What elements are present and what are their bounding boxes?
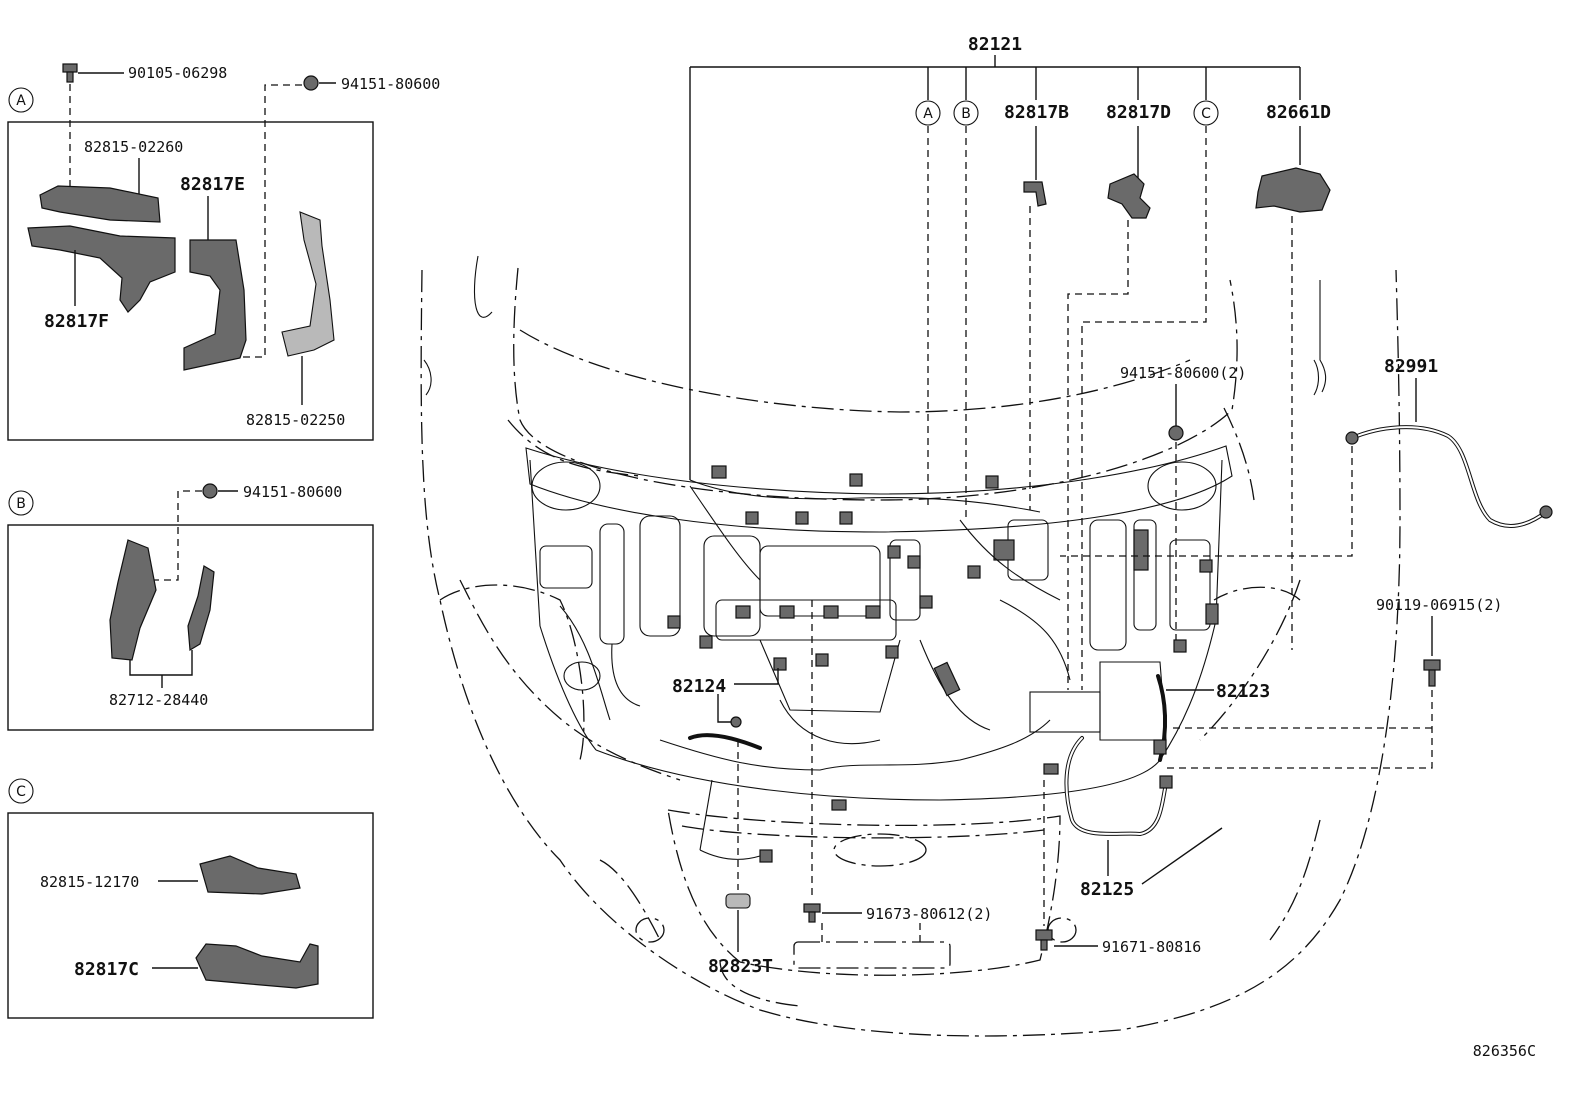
label-protector: 82712-28440	[109, 691, 208, 709]
ref-a-letter: A	[923, 106, 933, 122]
figure-id: 826356C	[1473, 1042, 1536, 1060]
cover-c1-part	[199, 855, 301, 895]
label-wire-823t: 82823T	[708, 956, 773, 977]
nut-icon	[1168, 425, 1184, 441]
label-cover-c1: 82815-12170	[40, 873, 139, 891]
section-c-box	[7, 812, 374, 1019]
section-b-marker	[8, 490, 34, 516]
nut-icon	[202, 483, 218, 499]
label-bolt-a: 90105-06298	[128, 64, 227, 82]
label-clamp-b: 82817B	[1004, 102, 1069, 123]
label-bolt-2: 90119-06915(2)	[1376, 596, 1502, 614]
ref-b-marker	[953, 100, 979, 126]
label-cover-upper: 82815-02260	[84, 138, 183, 156]
bolt-icon	[62, 63, 78, 83]
bolt-icon	[1423, 659, 1441, 687]
section-a-letter: A	[16, 93, 26, 109]
relay-block-part	[1255, 167, 1331, 213]
bolt-icon	[803, 903, 821, 923]
cover-right-part	[281, 211, 335, 357]
cover-upper-part	[39, 185, 161, 223]
label-wire-124: 82124	[672, 676, 726, 697]
wire-123-part	[1153, 674, 1168, 762]
section-b-letter: B	[16, 496, 26, 512]
section-a-marker	[8, 87, 34, 113]
connector-group	[667, 465, 1219, 863]
bracket-part	[183, 239, 247, 371]
section-a-box	[7, 121, 374, 441]
label-bolt-single: 91671-80816	[1102, 938, 1201, 956]
clamp-b-part	[1023, 181, 1047, 207]
label-cable: 82991	[1384, 356, 1438, 377]
label-relay-block: 82661D	[1266, 102, 1331, 123]
protector-left-part	[109, 539, 157, 661]
wire-823t-part	[725, 893, 751, 909]
protector-right-part	[187, 565, 215, 652]
ref-c-marker	[1193, 100, 1219, 126]
label-bracket: 82817E	[180, 174, 245, 195]
ref-a-marker	[915, 100, 941, 126]
vehicle-outline	[420, 255, 1401, 1037]
nut-icon	[303, 75, 319, 91]
cover-c2-part	[195, 943, 319, 989]
label-clamp-d: 82817D	[1106, 102, 1171, 123]
harness-bracket: 82121 A B C 82817B 82817D 82661D	[689, 34, 1331, 690]
section-b: B 94151-80600 82712-28440	[7, 483, 374, 731]
cable-part	[1345, 425, 1553, 528]
label-nut-a: 94151-80600	[341, 75, 440, 93]
label-cover-c2: 82817C	[74, 959, 139, 980]
engine-bay	[525, 445, 1233, 863]
section-c-letter: C	[16, 784, 26, 800]
label-wire-125: 82125	[1080, 879, 1134, 900]
bolt-icon	[1035, 929, 1053, 951]
label-nut-2: 94151-80600(2)	[1120, 364, 1246, 382]
label-harness: 82121	[968, 34, 1022, 55]
label-bolt-front: 91673-80612(2)	[866, 905, 992, 923]
wire-125-part	[1043, 736, 1173, 837]
cover-main-part	[27, 225, 176, 313]
clamp-d-part	[1107, 173, 1151, 219]
label-nut-b: 94151-80600	[243, 483, 342, 501]
wire-124-part	[688, 716, 762, 750]
ref-b-letter: B	[961, 106, 971, 122]
section-c-marker	[8, 778, 34, 804]
ref-c-letter: C	[1201, 106, 1211, 122]
section-a: A 90105-06298 94151-80600 82815-02260 82…	[7, 63, 440, 441]
label-wire-123: 82123	[1216, 681, 1270, 702]
label-cover-right: 82815-02250	[246, 411, 345, 429]
section-c: C 82815-12170 82817C	[7, 778, 374, 1019]
section-b-box	[7, 524, 374, 731]
label-cover-main: 82817F	[44, 311, 109, 332]
